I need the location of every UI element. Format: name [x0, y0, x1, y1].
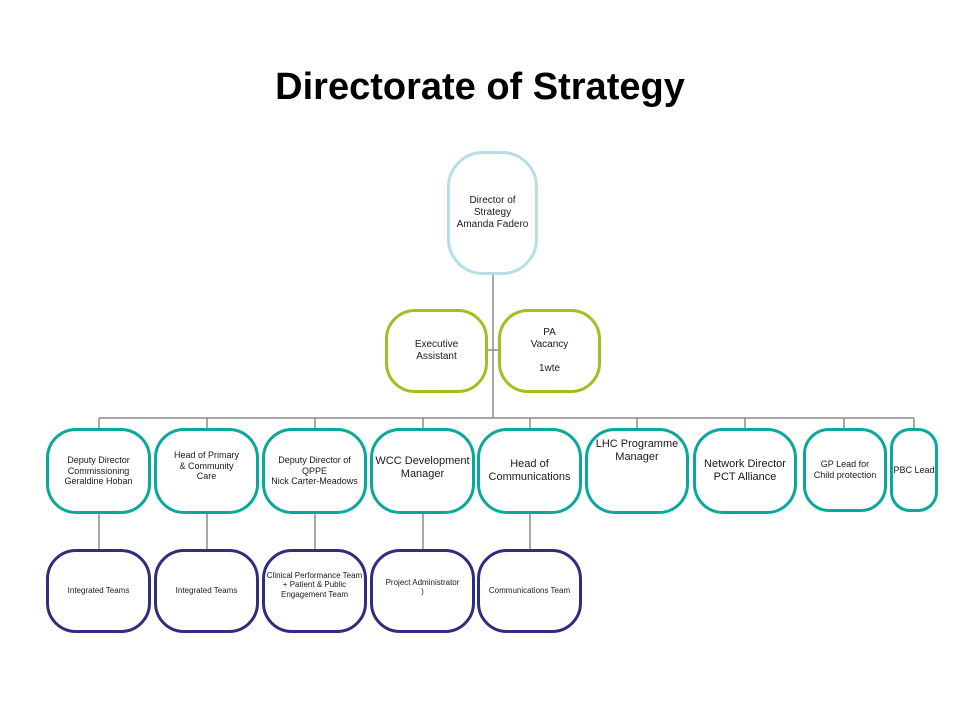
head-of-communications-label: Head of Communications [488, 458, 571, 483]
gp-lead-label: GP Lead for Child protection [813, 459, 877, 480]
head-primary-care-label: Head of Primary & Community Care [173, 450, 240, 482]
head-primary-care-node: Head of Primary & Community Care [154, 428, 259, 514]
integrated-teams-node-2: Integrated Teams [154, 549, 259, 633]
integrated-teams-label-1: Integrated Teams [67, 586, 130, 596]
communications-team-node: Communications Team [477, 549, 582, 633]
wcc-development-manager-node: WCC Development Manager [370, 428, 475, 514]
gp-lead-node: GP Lead for Child protection [803, 428, 887, 512]
pa-vacancy-label: PA Vacancy 1wte [530, 327, 569, 374]
integrated-teams-label-2: Integrated Teams [175, 586, 238, 596]
deputy-director-commissioning-node: Deputy Director Commissioning Geraldine … [46, 428, 151, 514]
director-node: Director of Strategy Amanda Fadero [447, 151, 538, 275]
integrated-teams-node-1: Integrated Teams [46, 549, 151, 633]
lhc-programme-manager-node: LHC Programme Manager [585, 428, 689, 514]
deputy-director-qppe-node: Deputy Director of QPPE Nick Carter-Mead… [262, 428, 367, 514]
network-director-label: Network Director PCT Alliance [704, 458, 786, 483]
director-label: Director of Strategy Amanda Fadero [456, 195, 529, 230]
page-title: Directorate of Strategy [275, 66, 685, 108]
deputy-director-qppe-label: Deputy Director of QPPE Nick Carter-Mead… [271, 455, 358, 487]
head-of-communications-node: Head of Communications [477, 428, 582, 514]
deputy-director-commissioning-label: Deputy Director Commissioning Geraldine … [64, 455, 133, 487]
pbc-lead-node: PBC Lead [890, 428, 938, 512]
project-administrator-label: Project Administrator ) [385, 577, 460, 596]
communications-team-label: Communications Team [488, 586, 571, 596]
clinical-performance-team-node: Clinical Performance Team + Patient & Pu… [262, 549, 367, 633]
executive-assistant-label: Executive Assistant [414, 339, 459, 362]
clinical-performance-team-label: Clinical Performance Team + Patient & Pu… [266, 570, 363, 599]
lhc-programme-manager-label: LHC Programme Manager [595, 438, 679, 463]
project-administrator-node: Project Administrator ) [370, 549, 475, 633]
network-director-node: Network Director PCT Alliance [693, 428, 797, 514]
pa-vacancy-node: PA Vacancy 1wte [498, 309, 601, 393]
pbc-lead-label: PBC Lead [893, 464, 935, 475]
executive-assistant-node: Executive Assistant [385, 309, 488, 393]
wcc-development-manager-label: WCC Development Manager [375, 455, 470, 480]
